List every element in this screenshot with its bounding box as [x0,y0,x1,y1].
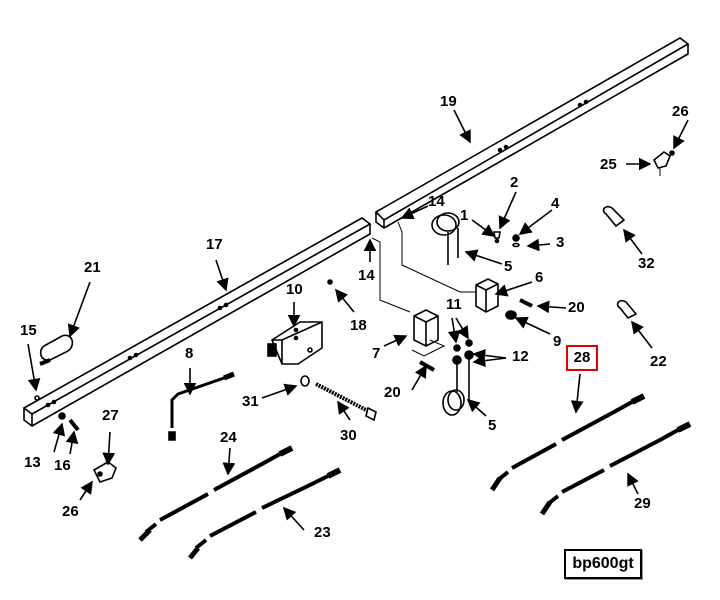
callout-9: 9 [553,333,562,350]
hose-23 [188,467,342,560]
callout-14-upper: 14 [428,193,445,210]
hose-28 [489,393,646,492]
hose-24 [138,445,294,542]
callout-14-lower: 14 [358,267,375,284]
rail-19 [374,37,690,229]
callout-18: 18 [350,317,367,334]
callout-5-lower: 5 [488,417,497,434]
callout-4: 4 [551,195,560,212]
callout-21: 21 [84,259,101,276]
callout-5-upper: 5 [504,258,513,275]
hose-29 [539,421,692,516]
callout-3: 3 [556,234,565,251]
callout-25: 25 [600,156,617,173]
callout-29: 29 [634,495,651,512]
callout-8: 8 [185,345,194,362]
callout-13: 13 [24,454,41,471]
callout-23: 23 [314,524,331,541]
callout-11: 11 [446,296,462,313]
callout-15: 15 [20,322,37,339]
callout-10: 10 [286,281,303,298]
callout-19: 19 [440,93,457,110]
callout-31: 31 [242,393,259,410]
callout-26-right: 26 [672,103,689,120]
callout-6: 6 [535,269,544,286]
rail-17 [22,217,372,427]
callout-12: 12 [512,348,529,365]
callout-27: 27 [102,407,119,424]
callout-32: 32 [638,255,655,272]
callout-20-upper: 20 [568,299,585,316]
callout-7: 7 [372,345,381,362]
callout-26-left: 26 [62,503,79,520]
callout-30: 30 [340,427,357,444]
callout-17: 17 [206,236,223,253]
callout-16: 16 [54,457,71,474]
callout-20-lower: 20 [384,384,401,401]
callout-2: 2 [510,174,519,191]
callout-22: 22 [650,353,667,370]
callout-28: 28 [573,349,591,366]
figure-id-label: bp600gt [564,549,642,579]
highlighted-callout-28[interactable]: 28 [566,345,598,371]
callout-1: 1 [460,207,469,224]
callout-24: 24 [220,429,237,446]
